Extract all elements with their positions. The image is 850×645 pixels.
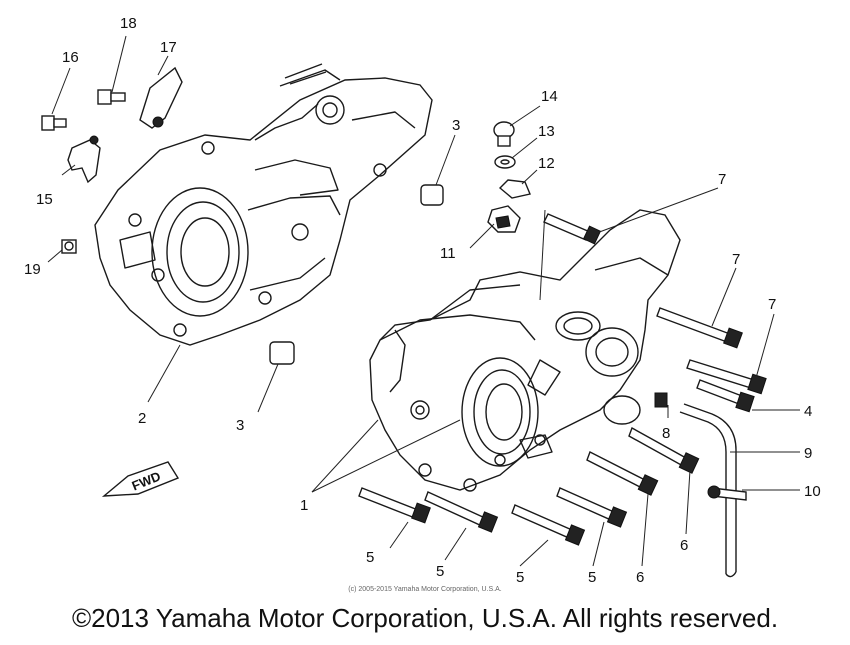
fwd-arrow-badge: FWD [101, 461, 180, 497]
breather-hose-9 [679, 403, 737, 578]
washer-13 [494, 155, 516, 169]
callout-15: 15 [36, 191, 53, 208]
callout-11: 11 [440, 245, 456, 262]
hose-clamp-10 [707, 485, 747, 501]
bolt-7c [686, 359, 767, 395]
bolt-6b [628, 426, 700, 474]
bolt-6a [586, 451, 659, 496]
bolt-8 [654, 392, 668, 408]
right-crankcase [369, 209, 681, 492]
bolt-5b [424, 491, 499, 533]
callout-6a: 6 [636, 569, 644, 586]
left-crankcase [94, 63, 433, 346]
callouts: 18 17 16 15 19 3 2 3 14 13 12 7 11 7 7 4… [24, 15, 821, 586]
callout-3-lower: 3 [236, 417, 244, 434]
callout-7-mid: 7 [732, 251, 740, 268]
dowel-3-lower [269, 341, 295, 365]
callout-6b: 6 [680, 537, 688, 554]
callout-9: 9 [804, 445, 812, 462]
callout-7-right: 7 [768, 296, 776, 313]
callout-1: 1 [300, 497, 308, 514]
bolt-7b [656, 307, 743, 349]
bolt-7a [543, 213, 602, 245]
bolt-5c [511, 504, 586, 546]
callout-5c: 5 [516, 569, 524, 586]
callout-5a: 5 [366, 549, 374, 566]
callout-8: 8 [662, 425, 670, 442]
screw-16 [41, 115, 67, 131]
callout-16: 16 [62, 49, 79, 66]
small-copyright-watermark: (c) 2005-2015 Yamaha Motor Corporation, … [348, 586, 502, 593]
callout-5b: 5 [436, 563, 444, 580]
bracket-17 [139, 66, 183, 129]
callout-14: 14 [541, 88, 558, 105]
bolt-5d [556, 487, 628, 528]
callout-17: 17 [160, 39, 177, 56]
callout-5d: 5 [588, 569, 596, 586]
callout-7-top: 7 [718, 171, 726, 188]
bolt-4 [696, 379, 755, 413]
callout-3-upper: 3 [452, 117, 460, 134]
plug-14 [493, 121, 515, 147]
copyright-footer: ©2013 Yamaha Motor Corporation, U.S.A. A… [71, 603, 779, 633]
callout-19: 19 [24, 261, 41, 278]
clamp-11 [487, 205, 521, 233]
callout-4: 4 [804, 403, 812, 420]
leader-lines [47, 35, 800, 567]
guide-15 [67, 135, 101, 184]
callout-13: 13 [538, 123, 555, 140]
bolt-18 [97, 89, 126, 105]
callout-12: 12 [538, 155, 555, 172]
callout-18: 18 [120, 15, 137, 32]
dowel-3-upper [420, 184, 444, 206]
nut-19 [61, 239, 77, 254]
callout-2: 2 [138, 410, 146, 427]
bolt-5a [358, 487, 431, 524]
callout-10: 10 [804, 483, 821, 500]
clamp-12 [498, 179, 531, 199]
